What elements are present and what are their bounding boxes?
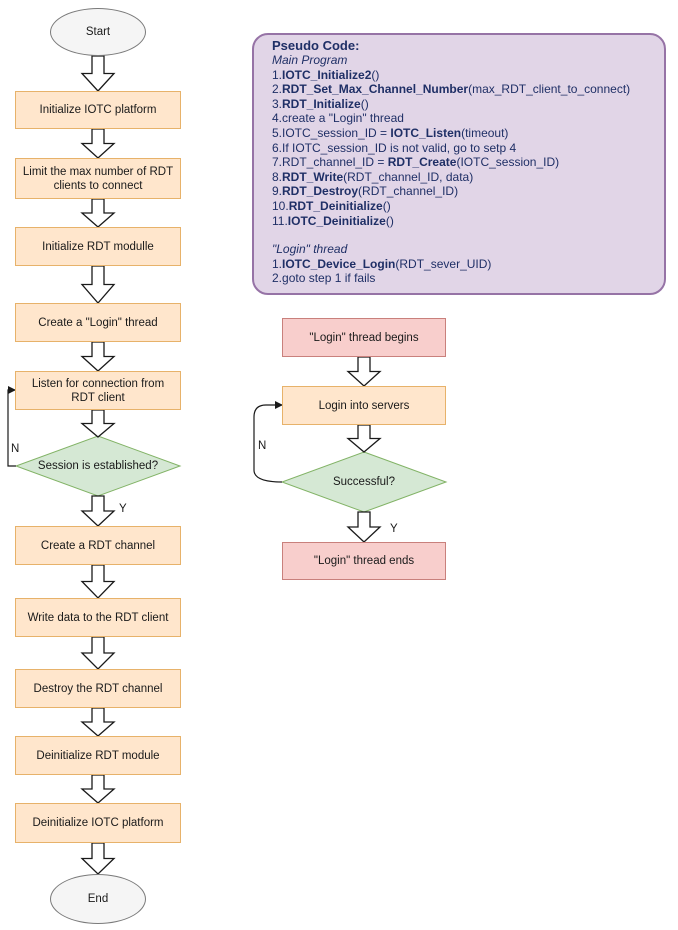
block-arrow: [80, 409, 116, 438]
code-text: 11.: [272, 213, 288, 228]
pseudo-code-line: 2.RDT_Set_Max_Channel_Number(max_RDT_cli…: [272, 82, 646, 97]
code-text: 10.: [272, 198, 289, 213]
code-text: 6.: [272, 140, 283, 155]
pseudo-code-line: 5.IOTC_session_ID = IOTC_Listen(timeout): [272, 126, 646, 141]
deinit-iotc-step: Deinitialize IOTC platform: [15, 803, 181, 843]
pseudo-code-line: 8.RDT_Write(RDT_channel_ID, data): [272, 170, 646, 185]
main-program-heading: Main Program: [272, 53, 348, 67]
login-servers-step: Login into servers: [282, 386, 446, 425]
block-arrow: [346, 511, 382, 543]
code-text: (): [360, 96, 369, 111]
function-name: RDT_Initialize: [282, 96, 361, 111]
pseudo-code-box: Pseudo Code: Main Program 1.IOTC_Initial…: [252, 33, 666, 295]
block-arrow: [80, 564, 116, 599]
function-name: IOTC_Deinitialize: [287, 213, 386, 228]
successful-yes-label: Y: [390, 523, 398, 535]
code-text: 3.: [272, 96, 283, 111]
pseudo-code-line: 9.RDT_Destroy(RDT_channel_ID): [272, 184, 646, 199]
code-text: goto step 1 if fails: [282, 271, 376, 286]
create-channel-step: Create a RDT channel: [15, 526, 181, 565]
block-arrow: [80, 842, 116, 875]
login-thread-heading: "Login" thread: [272, 242, 348, 257]
block-arrow: [80, 341, 116, 372]
code-text: (RDT_channel_ID, data): [343, 169, 474, 184]
login-thread-begins: "Login" thread begins: [282, 318, 446, 357]
function-name: RDT_Deinitialize: [288, 198, 383, 213]
end-node: End: [50, 874, 146, 924]
code-text: 7.: [272, 155, 283, 170]
pseudo-code-line: 4.create a "Login" thread: [272, 111, 646, 126]
session-yes-label: Y: [119, 503, 127, 515]
code-text: IOTC_session_ID =: [282, 125, 391, 140]
block-arrow: [80, 495, 116, 527]
pseudo-code-line: 11.IOTC_Deinitialize(): [272, 214, 646, 229]
function-name: IOTC_Device_Login: [282, 256, 396, 271]
session-no-label: N: [11, 443, 20, 455]
code-text: (timeout): [461, 125, 509, 140]
function-name: RDT_Set_Max_Channel_Number: [282, 82, 469, 97]
destroy-channel-step: Destroy the RDT channel: [15, 669, 181, 708]
code-text: (IOTC_session_ID): [456, 155, 560, 170]
function-name: RDT_Create: [387, 155, 457, 170]
code-text: (): [385, 213, 394, 228]
code-text: If IOTC_session_ID is not valid, go to s…: [282, 140, 517, 155]
deinit-rdt-step: Deinitialize RDT module: [15, 736, 181, 775]
function-name: RDT_Write: [282, 169, 344, 184]
code-text: 4.: [272, 111, 283, 126]
function-name: IOTC_Listen: [390, 125, 462, 140]
session-decision-label: Session is established?: [37, 460, 159, 472]
pseudo-code-title: Pseudo Code:: [272, 38, 360, 53]
code-text: (): [382, 198, 391, 213]
session-retry-connector: [7, 386, 16, 467]
login-thread-lines: 1.IOTC_Device_Login(RDT_sever_UID)2.goto…: [272, 257, 646, 286]
function-name: IOTC_Initialize2: [282, 67, 372, 82]
code-text: (max_RDT_client_to_connect): [468, 82, 631, 97]
main-program-lines: 1.IOTC_Initialize2()2.RDT_Set_Max_Channe…: [272, 68, 646, 229]
successful-decision-label: Successful?: [332, 476, 395, 488]
pseudo-code-line: 1.IOTC_Device_Login(RDT_sever_UID): [272, 257, 646, 272]
pseudo-code-line: 1.IOTC_Initialize2(): [272, 68, 646, 83]
code-text: (RDT_sever_UID): [395, 256, 492, 271]
pseudo-code-line: 7.RDT_channel_ID = RDT_Create(IOTC_sessi…: [272, 155, 646, 170]
block-arrow: [80, 774, 116, 804]
create-login-thread-step: Create a "Login" thread: [15, 303, 181, 342]
block-arrow: [346, 356, 382, 387]
block-arrow: [80, 636, 116, 670]
code-text: 2.: [272, 271, 283, 286]
login-retry-connector: [253, 401, 283, 483]
listen-step: Listen for connection from RDT client: [15, 371, 181, 410]
block-arrow: [346, 424, 382, 453]
block-arrow: [80, 128, 116, 159]
limit-clients-step: Limit the max number of RDT clients to c…: [15, 158, 181, 199]
code-text: 2.: [272, 82, 283, 97]
block-arrow: [80, 707, 116, 737]
code-text: create a "Login" thread: [282, 111, 404, 126]
code-text: (RDT_channel_ID): [358, 184, 459, 199]
pseudo-code-line: 2.goto step 1 if fails: [272, 271, 646, 286]
code-text: 5.: [272, 125, 283, 140]
pseudo-code-line: 10.RDT_Deinitialize(): [272, 199, 646, 214]
successful-no-label: N: [258, 440, 267, 452]
code-text: 9.: [272, 184, 283, 199]
block-arrow: [80, 265, 116, 304]
start-node: Start: [50, 8, 146, 56]
block-arrow: [80, 55, 116, 92]
write-data-step: Write data to the RDT client: [15, 598, 181, 637]
code-text: 1.: [272, 256, 283, 271]
code-text: RDT_channel_ID =: [282, 155, 388, 170]
code-text: 8.: [272, 169, 283, 184]
login-thread-ends: "Login" thread ends: [282, 542, 446, 580]
function-name: RDT_Destroy: [282, 184, 359, 199]
code-text: (): [371, 67, 380, 82]
init-iotc-step: Initialize IOTC platform: [15, 91, 181, 129]
pseudo-code-line: 3.RDT_Initialize(): [272, 97, 646, 112]
init-rdt-step: Initialize RDT modulle: [15, 227, 181, 266]
code-text: 1.: [272, 67, 283, 82]
pseudo-code-line: 6.If IOTC_session_ID is not valid, go to…: [272, 141, 646, 156]
block-arrow: [80, 198, 116, 228]
